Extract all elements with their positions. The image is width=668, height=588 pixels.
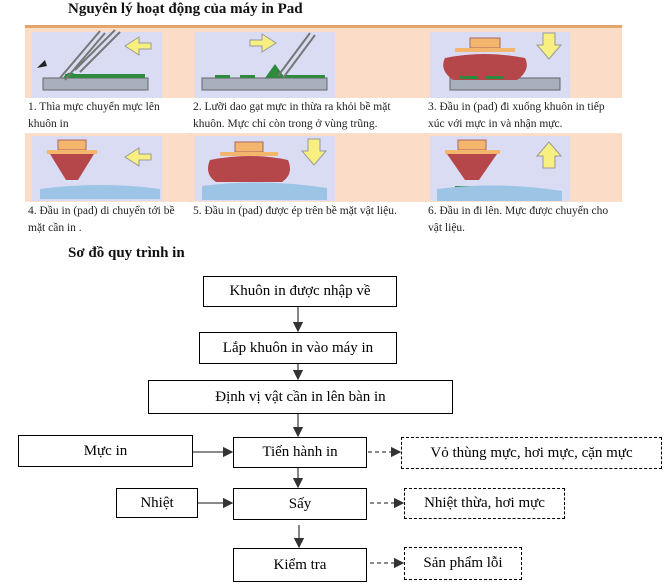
step-4: 4. Đầu in (pad) di chuyển tới bề mặt cần… <box>25 134 191 239</box>
step-2-illustration <box>190 28 425 98</box>
flowchart-title: Sơ đồ quy trình in <box>68 245 185 261</box>
step-3-caption: 3. Đầu in (pad) đi xuống khuôn in tiếp x… <box>425 98 622 133</box>
flow-output-drying-waste: Nhiệt thừa, hơi mực <box>404 488 565 519</box>
step-3: 3. Đầu in (pad) đi xuống khuôn in tiếp x… <box>425 28 622 239</box>
step-6: 6. Đầu in đi lên. Mực được chuyển cho vậ… <box>425 134 622 239</box>
step-4-illustration <box>25 134 190 201</box>
flow-step-drying: Sấy <box>233 488 367 520</box>
flow-output-defective-products: Sản phẩm lỗi <box>404 547 522 580</box>
step-3-illustration <box>425 28 622 98</box>
step-5-caption: 5. Đầu in (pad) được ép trên bề mặt vật … <box>190 202 425 239</box>
step-2: 2. Lưỡi dao gạt mực in thừa ra khỏi bề m… <box>190 28 426 239</box>
flow-input-heat: Nhiệt <box>116 488 198 518</box>
flow-step-install-mold: Lắp khuôn in vào máy in <box>199 332 397 364</box>
step-1: 1. Thìa mực chuyển mực lên khuôn in <box>25 28 191 239</box>
step-6-caption: 6. Đầu in đi lên. Mực được chuyển cho vậ… <box>425 202 622 239</box>
flow-output-printing-waste: Vỏ thùng mực, hơi mực, cặn mực <box>401 437 662 469</box>
step-5-illustration <box>190 134 425 201</box>
flow-step-inspection: Kiểm tra <box>233 548 367 582</box>
flow-step-mold-received: Khuôn in được nhập về <box>203 276 397 307</box>
step-6-illustration <box>425 134 622 201</box>
step-4-caption: 4. Đầu in (pad) di chuyển tới bề mặt cần… <box>25 202 190 239</box>
flow-step-position-object: Định vị vật cần in lên bàn in <box>148 380 453 414</box>
figure-title: Nguyên lý hoạt động của máy in Pad <box>68 1 303 17</box>
step-1-caption: 1. Thìa mực chuyển mực lên khuôn in <box>25 98 190 133</box>
pad-printing-figure: 1. Thìa mực chuyển mực lên khuôn in 2. L… <box>25 25 622 239</box>
flow-input-ink: Mực in <box>18 435 193 467</box>
step-2-caption: 2. Lưỡi dao gạt mực in thừa ra khỏi bề m… <box>190 98 425 133</box>
step-5: 5. Đầu in (pad) được ép trên bề mặt vật … <box>190 134 426 239</box>
step-1-illustration <box>25 28 190 98</box>
flow-step-printing: Tiến hành in <box>233 437 367 468</box>
